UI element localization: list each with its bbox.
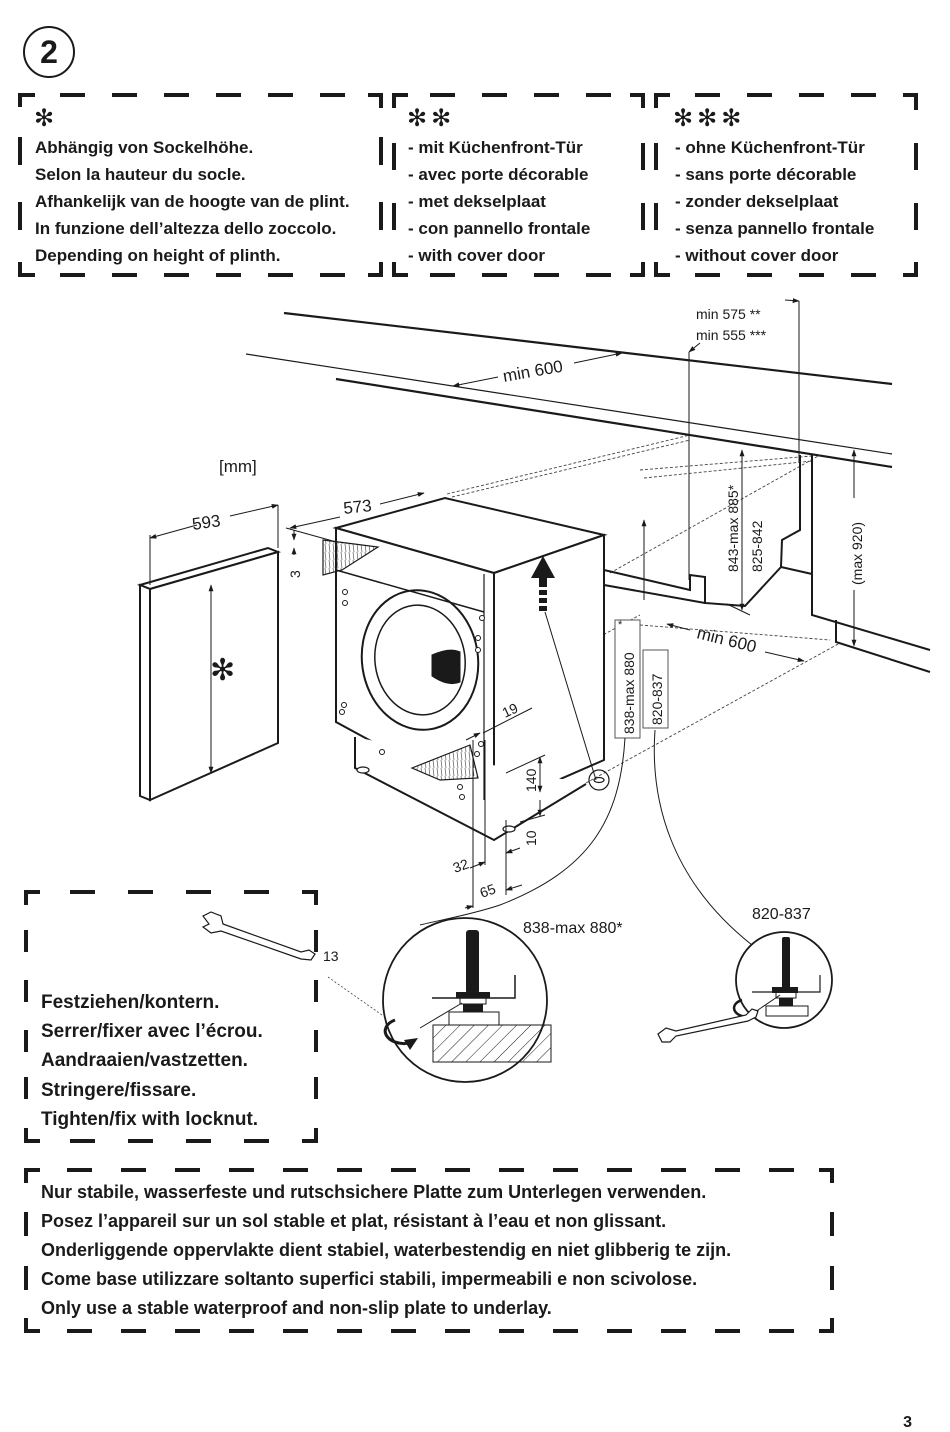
page-number: 3 xyxy=(903,1414,912,1431)
surface-line: Posez l’appareil sur un sol stable et pl… xyxy=(41,1211,667,1231)
dim-65: 65 xyxy=(478,880,498,900)
note-box-2-frame xyxy=(392,93,645,277)
tighten-line: Tighten/fix with locknut. xyxy=(41,1109,259,1130)
dim-min-555: min 555 *** xyxy=(696,327,767,343)
asterisk-marker: ✻ xyxy=(34,105,59,132)
triple-asterisk-marker: ✻✻✻ xyxy=(673,105,746,132)
foot-detail-b xyxy=(732,931,833,1029)
note-line: Afhankelijk van de hoogte van de plint. xyxy=(35,192,350,211)
note-line: - senza pannello frontale xyxy=(675,219,875,238)
note-line: - mit Küchenfront-Tür xyxy=(408,138,583,157)
surface-line: Come base utilizzare soltanto superfici … xyxy=(41,1269,698,1289)
surface-line: Nur stabile, wasserfeste und rutschsiche… xyxy=(41,1182,707,1202)
dim-min-600-top: min 600 xyxy=(501,357,564,386)
note-line: - con pannello frontale xyxy=(408,219,591,238)
tighten-line: Festziehen/kontern. xyxy=(41,992,220,1013)
wood-block-bottom xyxy=(410,744,479,781)
step-number: 2 xyxy=(40,33,58,70)
machine-door xyxy=(360,589,480,731)
dim-19: 19 xyxy=(500,700,521,721)
note-box-1-frame xyxy=(18,93,383,277)
note-line: - met dekselplaat xyxy=(408,192,546,211)
cover-door-panel xyxy=(136,546,282,802)
niche-walls xyxy=(603,455,931,673)
wrench-icon xyxy=(201,911,316,961)
screw-holes xyxy=(339,589,485,800)
dim-32: 32 xyxy=(451,855,471,875)
dim-max-920: (max 920) xyxy=(849,522,865,585)
foot-detail-a xyxy=(382,917,552,1083)
tighten-line: Stringere/fissare. xyxy=(41,1080,197,1101)
note-line: - sans porte décorable xyxy=(675,165,857,184)
dim-838-star: * xyxy=(618,619,623,631)
note-box-3-frame xyxy=(654,93,918,277)
dim-min-600-bottom: min 600 xyxy=(695,623,758,656)
dim-838-max-880: 838-max 880 xyxy=(621,652,637,734)
step-number-badge: 2 xyxy=(23,26,75,78)
double-asterisk-marker: ✻✻ xyxy=(407,105,456,132)
slide-in-arrow-icon xyxy=(531,556,555,611)
dim-820-837: 820-837 xyxy=(649,673,665,725)
tighten-line: Serrer/fixer avec l’écrou. xyxy=(41,1021,263,1042)
detail-b-label: 820-837 xyxy=(752,906,811,923)
surface-line: Onderliggende oppervlakte dient stabiel,… xyxy=(41,1240,732,1260)
tighten-box-frame xyxy=(24,890,318,1143)
unit-label: [mm] xyxy=(219,457,257,476)
dim-843-max-885: 843-max 885* xyxy=(725,484,741,572)
note-line: - without cover door xyxy=(675,246,839,265)
dim-140: 140 xyxy=(523,768,539,792)
note-line: Depending on height of plinth. xyxy=(35,246,281,265)
depth-dims xyxy=(688,298,800,580)
wrench-size-label: 13 xyxy=(323,948,339,964)
note-line: - ohne Küchenfront-Tür xyxy=(675,138,865,157)
dim-593: 593 xyxy=(191,511,222,534)
dim-573: 573 xyxy=(342,496,372,518)
tighten-line: Aandraaien/vastzetten. xyxy=(41,1050,248,1071)
dim-3: 3 xyxy=(287,570,303,578)
wood-block-top xyxy=(322,539,380,576)
note-line: - with cover door xyxy=(408,246,545,265)
panel-asterisk-marker: ✻ xyxy=(210,653,235,688)
note-line: - zonder dekselplaat xyxy=(675,192,839,211)
dim-min-575: min 575 ** xyxy=(696,306,761,322)
machine-feet xyxy=(356,766,610,833)
note-line: Selon la hauteur du socle. xyxy=(35,165,246,184)
dim-10: 10 xyxy=(523,830,539,846)
detail-a-label: 838-max 880* xyxy=(523,920,623,937)
washing-machine xyxy=(332,496,608,842)
dim-825-842: 825-842 xyxy=(749,520,765,572)
note-line: In funzione dell’altezza dello zoccolo. xyxy=(35,219,337,238)
wrench-icon-small xyxy=(657,1008,759,1043)
note-line: - avec porte décorable xyxy=(408,165,589,184)
surface-box-frame xyxy=(24,1168,834,1333)
note-line: Abhängig von Sockelhöhe. xyxy=(35,138,254,157)
worktop-lines xyxy=(245,311,893,469)
surface-line: Only use a stable waterproof and non-sli… xyxy=(41,1298,552,1318)
